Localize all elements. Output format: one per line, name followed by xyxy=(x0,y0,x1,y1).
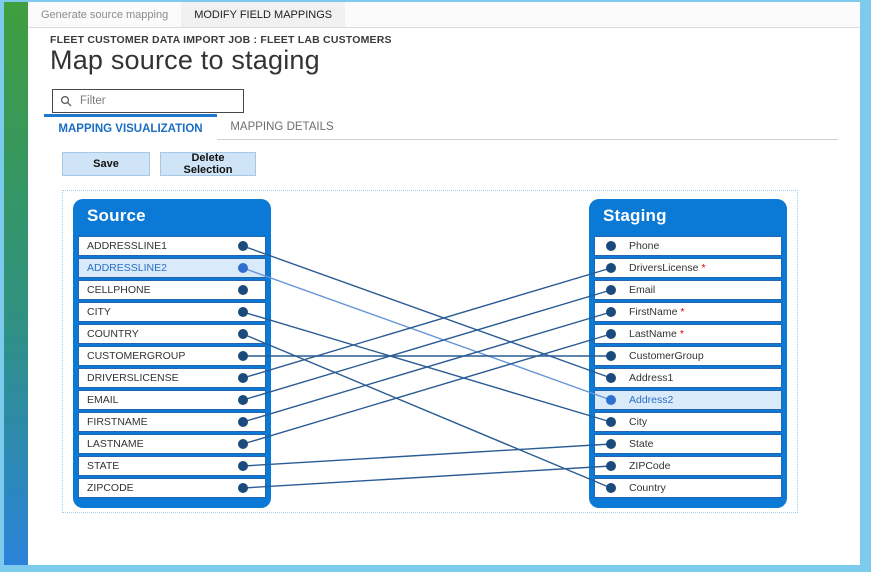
source-field-row[interactable]: ADDRESSLINE2 xyxy=(78,258,266,278)
source-field-label: DRIVERSLICENSE xyxy=(87,372,179,384)
required-asterisk: * xyxy=(701,262,706,274)
staging-field-row[interactable]: State xyxy=(594,434,782,454)
page-title: Map source to staging xyxy=(50,45,320,75)
source-field-row[interactable]: CUSTOMERGROUP xyxy=(78,346,266,366)
source-field-label: CITY xyxy=(87,306,111,318)
source-field-label: COUNTRY xyxy=(87,328,139,340)
staging-field-label: Email xyxy=(629,284,656,296)
mapping-line[interactable] xyxy=(242,267,612,401)
source-field-label: ADDRESSLINE2 xyxy=(87,262,167,274)
required-asterisk: * xyxy=(679,328,684,340)
action-tab-modify-field-mappings[interactable]: MODIFY FIELD MAPPINGS xyxy=(181,2,346,27)
source-field-label: ADDRESSLINE1 xyxy=(87,240,167,252)
mapping-line[interactable] xyxy=(242,311,612,423)
side-gradient-bar xyxy=(4,2,28,565)
tab-mapping-visualization[interactable]: MAPPING VISUALIZATION xyxy=(44,114,217,140)
staging-field-row[interactable]: Email xyxy=(594,280,782,300)
source-field-label: CELLPHONE xyxy=(87,284,151,296)
source-field-row[interactable]: FIRSTNAME xyxy=(78,412,266,432)
main-area: FLEET CUSTOMER DATA IMPORT JOB : FLEET L… xyxy=(28,28,860,565)
subtab-bar: MAPPING VISUALIZATION MAPPING DETAILS xyxy=(44,114,838,140)
staging-field-row[interactable]: Address2 xyxy=(594,390,782,410)
staging-field-row[interactable]: City xyxy=(594,412,782,432)
mapping-line[interactable] xyxy=(242,333,612,489)
subtab-divider xyxy=(44,139,838,140)
source-field-row[interactable]: DRIVERSLICENSE xyxy=(78,368,266,388)
source-field-label: ZIPCODE xyxy=(87,482,134,494)
mapping-line[interactable] xyxy=(242,311,612,423)
staging-field-label: City xyxy=(629,416,648,428)
staging-field-label: Country xyxy=(629,482,666,494)
staging-field-label: ZIPCode xyxy=(629,460,671,472)
source-field-row[interactable]: EMAIL xyxy=(78,390,266,410)
staging-field-label: Address2 xyxy=(629,394,674,406)
staging-field-label: Phone xyxy=(629,240,660,252)
tab-mapping-details[interactable]: MAPPING DETAILS xyxy=(230,121,334,133)
source-field-row[interactable]: COUNTRY xyxy=(78,324,266,344)
staging-field-row[interactable]: Country xyxy=(594,478,782,498)
staging-field-row[interactable]: Phone xyxy=(594,236,782,256)
mapping-line[interactable] xyxy=(242,333,612,445)
window-frame: Generate source mapping MODIFY FIELD MAP… xyxy=(4,2,860,565)
mapping-line[interactable] xyxy=(242,267,612,379)
source-field-row[interactable]: ZIPCODE xyxy=(78,478,266,498)
mapping-line[interactable] xyxy=(242,245,612,379)
staging-field-row[interactable]: Address1 xyxy=(594,368,782,388)
source-field-row[interactable]: ADDRESSLINE1 xyxy=(78,236,266,256)
staging-field-label: CustomerGroup xyxy=(629,350,704,362)
staging-panel-title: Staging xyxy=(603,206,667,225)
action-pane: Generate source mapping MODIFY FIELD MAP… xyxy=(28,2,860,28)
action-tab-generate-source-mapping[interactable]: Generate source mapping xyxy=(41,8,169,21)
staging-field-label: State xyxy=(629,438,654,450)
mapping-line[interactable] xyxy=(242,465,612,489)
filter-box[interactable] xyxy=(52,89,244,113)
breadcrumb: FLEET CUSTOMER DATA IMPORT JOB : FLEET L… xyxy=(50,34,392,46)
delete-selection-button[interactable]: Delete Selection xyxy=(160,152,256,176)
source-field-label: STATE xyxy=(87,460,120,472)
source-field-row[interactable]: LASTNAME xyxy=(78,434,266,454)
source-field-label: FIRSTNAME xyxy=(87,416,148,428)
source-field-label: CUSTOMERGROUP xyxy=(87,350,186,362)
staging-field-label: FirstName xyxy=(629,306,678,318)
staging-field-label: LastName xyxy=(629,328,677,340)
search-icon xyxy=(60,95,72,107)
save-button[interactable]: Save xyxy=(62,152,150,176)
source-field-label: EMAIL xyxy=(87,394,119,406)
source-field-label: LASTNAME xyxy=(87,438,144,450)
staging-field-row[interactable]: ZIPCode xyxy=(594,456,782,476)
required-asterisk: * xyxy=(680,306,685,318)
mapping-line[interactable] xyxy=(242,289,612,401)
source-panel-title: Source xyxy=(87,206,146,225)
staging-field-label: Address1 xyxy=(629,372,674,384)
staging-field-row[interactable]: CustomerGroup xyxy=(594,346,782,366)
staging-field-row[interactable]: LastName* xyxy=(594,324,782,344)
filter-input[interactable] xyxy=(78,94,243,108)
source-field-row[interactable]: CELLPHONE xyxy=(78,280,266,300)
staging-field-label: DriversLicense xyxy=(629,262,699,274)
staging-field-row[interactable]: DriversLicense* xyxy=(594,258,782,278)
source-field-row[interactable]: STATE xyxy=(78,456,266,476)
source-field-row[interactable]: CITY xyxy=(78,302,266,322)
mapping-line[interactable] xyxy=(242,443,612,467)
staging-field-row[interactable]: FirstName* xyxy=(594,302,782,322)
